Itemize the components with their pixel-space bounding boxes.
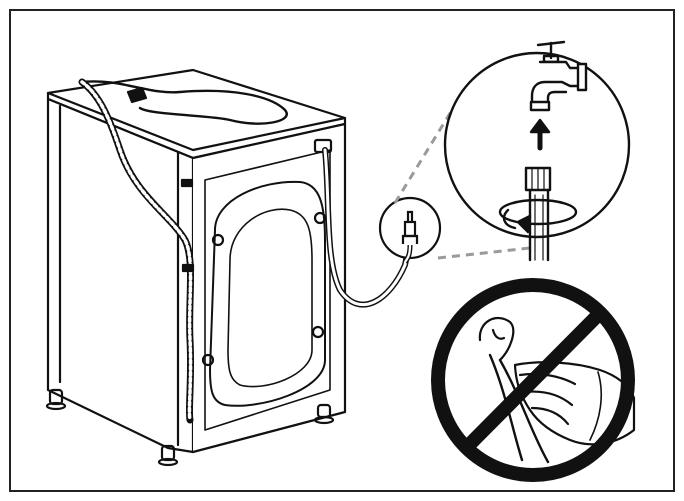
tap-callout xyxy=(443,40,631,262)
hose-connector-icon xyxy=(378,196,442,264)
prohibition-icon xyxy=(431,278,635,482)
water-tap-icon xyxy=(529,40,588,112)
inlet-hose xyxy=(322,147,413,308)
machine-side xyxy=(46,97,195,454)
up-arrow-icon xyxy=(529,118,551,151)
power-cord xyxy=(80,80,288,125)
machine-back xyxy=(191,122,347,454)
washing-machine-icon xyxy=(45,68,347,467)
diagram-frame xyxy=(9,9,675,492)
rotation-arrow-icon xyxy=(498,198,578,234)
pliers-icon xyxy=(478,316,636,464)
no-pliers-callout xyxy=(431,278,636,482)
callout-lines xyxy=(393,109,531,260)
large-callout-circle xyxy=(443,51,631,239)
